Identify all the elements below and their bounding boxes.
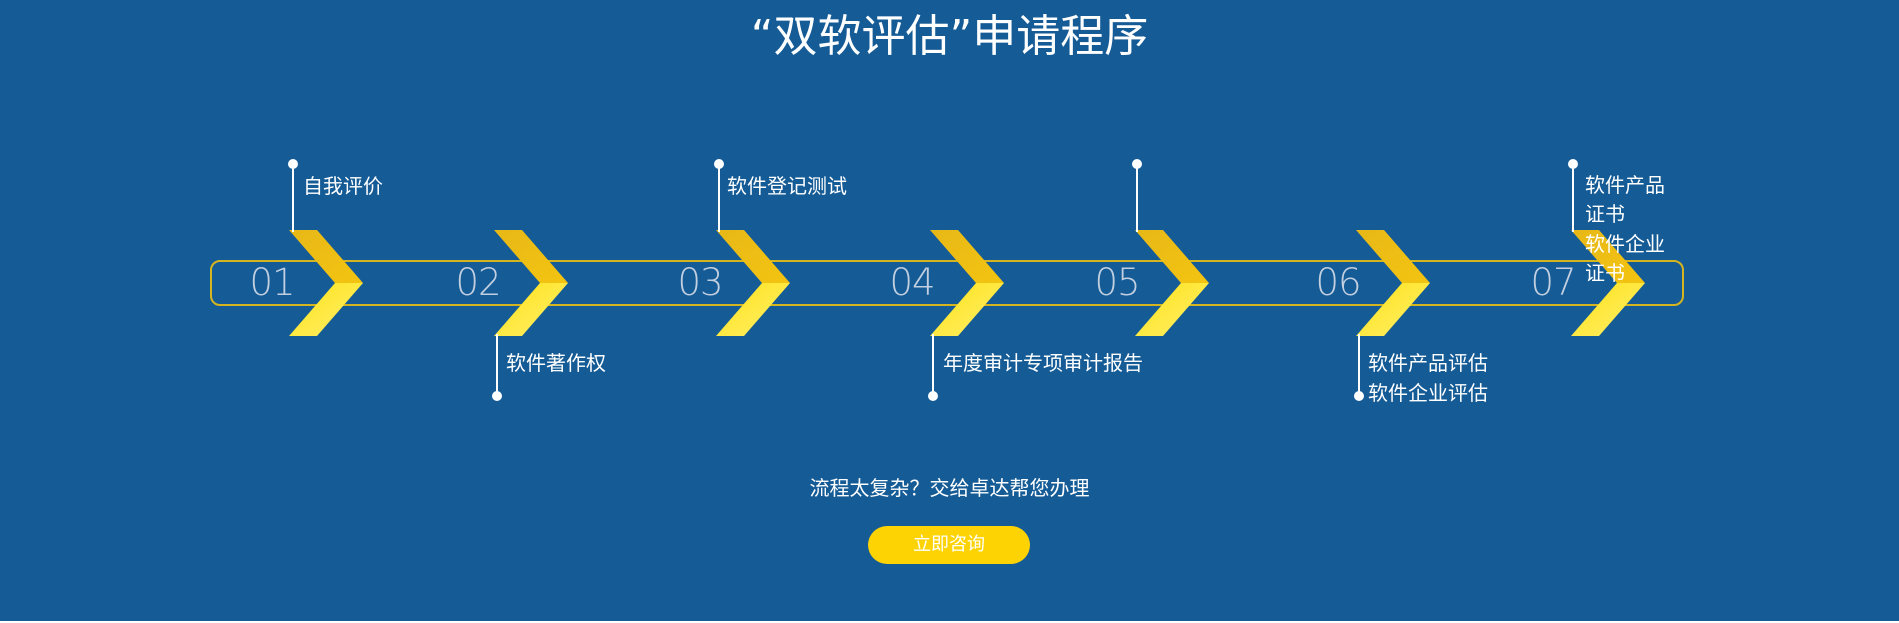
chevron-arrow-icon	[1571, 230, 1645, 336]
step-connector-line	[292, 164, 294, 232]
step-number-04: 04	[889, 261, 935, 304]
step-number-07: 07	[1530, 261, 1576, 304]
step-connector-line	[1572, 164, 1574, 232]
step-number-03: 03	[677, 261, 723, 304]
step-label-02: 软件著作权	[506, 351, 606, 375]
timeline-track	[210, 260, 1684, 306]
step-label-07-line-1: 软件产品证书	[1585, 173, 1665, 226]
step-connector-line	[1358, 334, 1360, 394]
chevron-arrow-icon	[494, 230, 568, 336]
step-marker-dot	[1354, 391, 1364, 401]
step-label-03: 软件登记测试	[727, 174, 847, 198]
step-connector-line	[496, 334, 498, 394]
step-connector-line	[932, 334, 934, 394]
step-number-02: 02	[455, 261, 501, 304]
step-label-06-line-2: 软件企业评估	[1368, 381, 1488, 405]
page-title: “双软评估”申请程序	[750, 11, 1149, 62]
chevron-arrow-icon	[930, 230, 1004, 336]
consult-now-button[interactable]: 立即咨询	[868, 526, 1030, 564]
chevron-arrow-icon	[289, 230, 363, 336]
step-number-06: 06	[1315, 261, 1361, 304]
step-label-04: 年度审计专项审计报告	[943, 351, 1143, 375]
step-marker-dot	[492, 391, 502, 401]
chevron-arrow-icon	[1356, 230, 1430, 336]
step-label-06-line-1: 软件产品评估	[1368, 351, 1488, 375]
step-connector-line	[1136, 164, 1138, 232]
cta-prompt-text: 流程太复杂？交给卓达帮您办理	[809, 476, 1090, 500]
chevron-arrow-icon	[716, 230, 790, 336]
step-label-01: 自我评价	[303, 174, 383, 198]
step-marker-dot	[928, 391, 938, 401]
chevron-arrow-icon	[1135, 230, 1209, 336]
step-connector-line	[718, 164, 720, 232]
step-number-01: 01	[249, 261, 295, 304]
step-label-07-line-2: 软件企业证书	[1585, 232, 1665, 285]
step-number-05: 05	[1094, 261, 1140, 304]
